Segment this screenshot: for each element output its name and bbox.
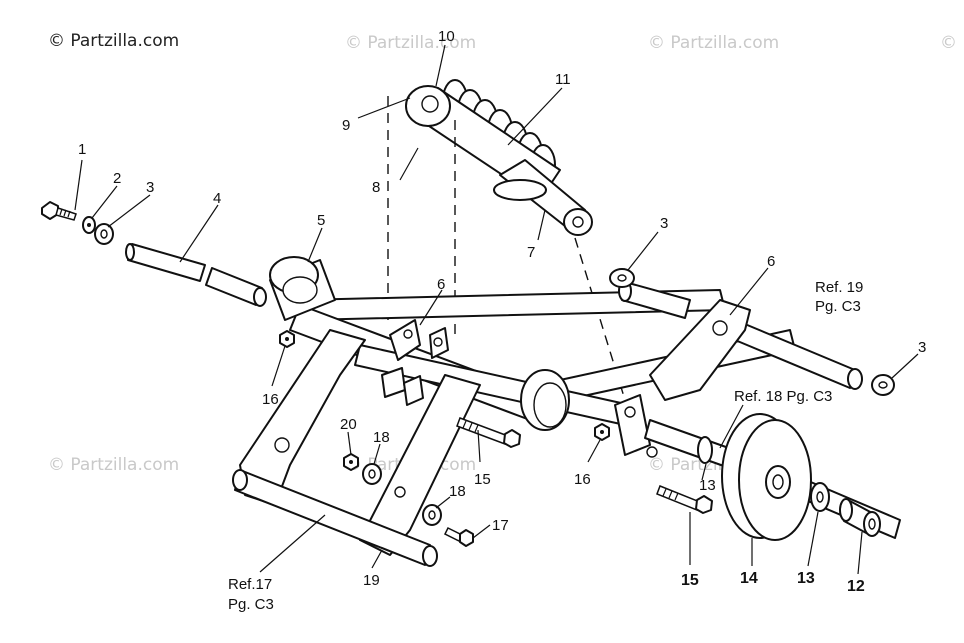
callout-3-left: 3 (146, 179, 154, 196)
washer-3-left (94, 223, 114, 245)
callout-12: 12 (847, 578, 865, 595)
callout-11: 11 (555, 71, 571, 88)
sleeve-4 (125, 243, 267, 307)
ref-17-line1: Ref.17 (228, 576, 272, 593)
callout-7: 7 (527, 244, 535, 261)
callout-13-lower: 13 (797, 570, 815, 587)
callout-19: 19 (363, 572, 380, 589)
ref-19-line2: Pg. C3 (815, 298, 861, 315)
callout-3-right: 3 (918, 339, 926, 356)
callout-8: 8 (372, 179, 380, 196)
bolt-15-upper (456, 417, 521, 448)
callout-10: 10 (438, 28, 455, 45)
callout-18-upper: 18 (373, 429, 390, 446)
washer-18-upper (362, 463, 382, 485)
callout-18-lower: 18 (449, 483, 466, 500)
bolt-17 (443, 526, 474, 547)
washer-3-upper (609, 268, 635, 288)
washer-13 (810, 482, 830, 512)
nut-16-right (594, 423, 610, 441)
leader-lines (74, 44, 919, 575)
ref-18: Ref. 18 Pg. C3 (734, 388, 832, 405)
callout-1: 1 (78, 141, 86, 158)
watermark-faded-2: © Partzilla.com (648, 33, 779, 53)
callout-20: 20 (340, 416, 357, 433)
watermark-faded-4: © Partzilla.com (48, 455, 179, 475)
bolt-1 (41, 201, 77, 221)
shock-absorber (405, 79, 593, 236)
nut-16-left (279, 330, 295, 348)
callout-15-upper: 15 (474, 471, 491, 488)
watermark-primary: © Partzilla.com (48, 31, 179, 51)
callout-15-lower: 15 (681, 572, 699, 589)
callout-9: 9 (342, 117, 350, 134)
callout-6-right: 6 (767, 253, 775, 270)
washer-18-lower (422, 504, 442, 526)
callout-17: 17 (492, 517, 509, 534)
callout-2: 2 (113, 170, 121, 187)
callout-13-upper: 13 (699, 477, 716, 494)
callout-5: 5 (317, 212, 325, 229)
callout-14: 14 (740, 570, 758, 587)
callout-3-upper: 3 (660, 215, 668, 232)
callout-6-left: 6 (437, 276, 445, 293)
watermark-faded-3: © Partzilla.com (940, 33, 964, 53)
washer-3-right (871, 374, 895, 396)
callout-16-left: 16 (262, 391, 279, 408)
sleeve-12 (839, 498, 881, 537)
bolt-15-lower (656, 485, 713, 514)
washer-2 (82, 216, 96, 234)
swing-arm-frame (232, 256, 863, 567)
ref-19-line1: Ref. 19 (815, 279, 863, 296)
callout-4: 4 (213, 190, 221, 207)
callout-16-right: 16 (574, 471, 591, 488)
ref-17-line2: Pg. C3 (228, 596, 274, 613)
nut-20 (343, 453, 359, 471)
idler-wheel-14 (721, 413, 812, 541)
watermark-faded-1: © Partzilla.com (345, 33, 476, 53)
